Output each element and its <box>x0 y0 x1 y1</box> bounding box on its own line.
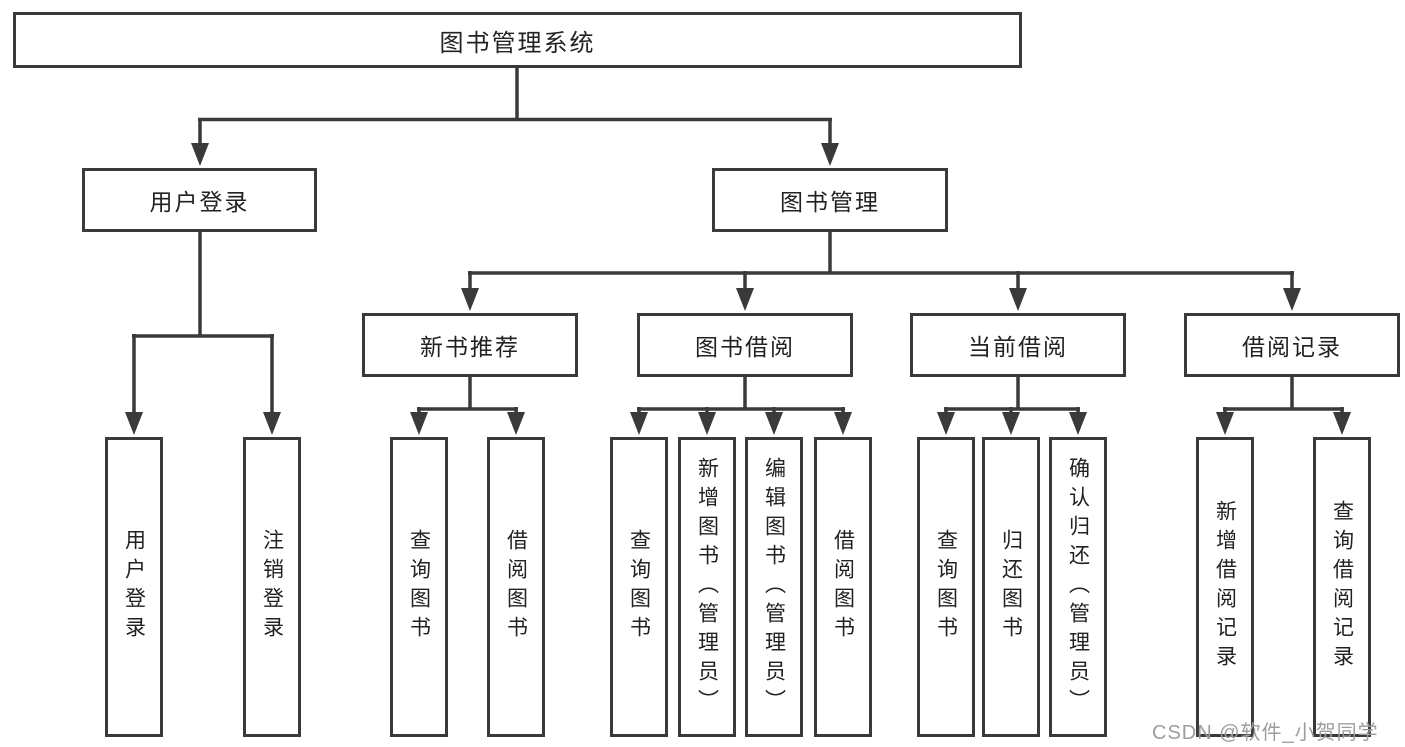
node-label: 查询图书 <box>627 529 651 645</box>
node-label: 确认归还（管理员） <box>1066 456 1090 718</box>
arrowhead <box>698 412 716 435</box>
connector-user-login-children <box>132 232 274 414</box>
connector-borrow-records-children <box>1223 377 1344 414</box>
node-label: 新增图书（管理员） <box>695 456 719 718</box>
arrowhead <box>821 143 839 166</box>
node-login: 用户登录 <box>105 437 163 737</box>
node-label: 图书管理 <box>780 189 880 215</box>
watermark: CSDN @软件_小贺同学 <box>1152 722 1379 744</box>
node-search-borrow-record: 查询借阅记录 <box>1313 437 1371 737</box>
arrowhead <box>263 412 281 435</box>
node-logout: 注销登录 <box>243 437 301 737</box>
arrowhead <box>125 412 143 435</box>
arrowhead <box>834 412 852 435</box>
arrowhead <box>1216 412 1234 435</box>
connector-book-borrow-children <box>637 377 845 414</box>
node-label: 查询图书 <box>407 529 431 645</box>
arrowhead <box>765 412 783 435</box>
node-add-borrow-record: 新增借阅记录 <box>1196 437 1254 737</box>
node-label: 当前借阅 <box>968 334 1068 360</box>
node-label: 借阅图书 <box>831 529 855 645</box>
node-book-borrow: 图书借阅 <box>637 313 853 377</box>
node-label: 图书管理系统 <box>439 29 596 57</box>
node-label: 归还图书 <box>999 529 1023 645</box>
node-user-login: 用户登录 <box>82 168 317 232</box>
node-current-borrow: 当前借阅 <box>910 313 1126 377</box>
node-return-book: 归还图书 <box>982 437 1040 737</box>
node-label: 新增借阅记录 <box>1213 500 1237 674</box>
arrowhead <box>1069 412 1087 435</box>
node-search-books-current: 查询图书 <box>917 437 975 737</box>
node-library-management-system: 图书管理系统 <box>13 12 1022 68</box>
connector-current-borrow-children <box>944 377 1080 414</box>
arrowhead <box>1002 412 1020 435</box>
connector-root-to-level2 <box>198 68 832 146</box>
node-label: 查询图书 <box>934 529 958 645</box>
node-label: 图书借阅 <box>695 334 795 360</box>
arrowhead <box>1009 288 1027 311</box>
connector-new-book-children <box>417 377 518 414</box>
node-label: 新书推荐 <box>420 334 520 360</box>
connector-book-management-children <box>468 232 1294 291</box>
arrowhead <box>937 412 955 435</box>
arrowhead <box>191 143 209 166</box>
arrowhead <box>1333 412 1351 435</box>
node-confirm-return-admin: 确认归还（管理员） <box>1049 437 1107 737</box>
node-label: 借阅图书 <box>504 529 528 645</box>
node-edit-book-admin: 编辑图书（管理员） <box>745 437 803 737</box>
arrowhead <box>630 412 648 435</box>
node-search-books-recommend: 查询图书 <box>390 437 448 737</box>
node-borrow-books: 借阅图书 <box>814 437 872 737</box>
node-search-books-borrow: 查询图书 <box>610 437 668 737</box>
node-label: 注销登录 <box>260 529 284 645</box>
arrowhead <box>507 412 525 435</box>
node-label: 用户登录 <box>149 189 250 215</box>
arrowhead <box>410 412 428 435</box>
node-label: 查询借阅记录 <box>1330 500 1354 674</box>
node-borrow-records: 借阅记录 <box>1184 313 1400 377</box>
arrowhead <box>1283 288 1301 311</box>
arrowhead <box>461 288 479 311</box>
node-new-book-recommend: 新书推荐 <box>362 313 578 377</box>
node-add-book-admin: 新增图书（管理员） <box>678 437 736 737</box>
node-borrow-books-recommend: 借阅图书 <box>487 437 545 737</box>
node-label: 编辑图书（管理员） <box>762 456 786 718</box>
node-label: 借阅记录 <box>1242 334 1342 360</box>
arrowhead <box>736 288 754 311</box>
node-label: 用户登录 <box>122 529 146 645</box>
node-book-management: 图书管理 <box>712 168 948 232</box>
